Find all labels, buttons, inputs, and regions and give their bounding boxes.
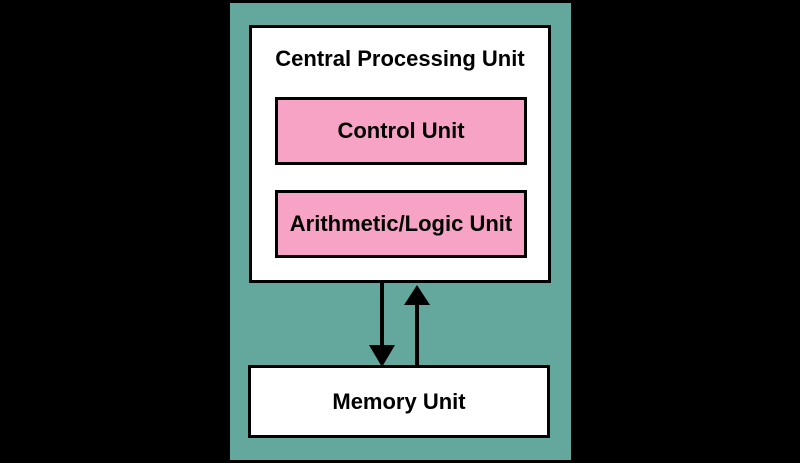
control-unit-box: Control Unit [275,97,527,165]
arrow-up-icon [404,285,430,369]
arrow-down-icon [369,283,395,367]
alu-label: Arithmetic/Logic Unit [289,211,513,236]
control-unit-label: Control Unit [337,118,465,143]
cpu-title: Central Processing Unit [275,46,525,71]
cpu-box: Central Processing Unit Control Unit Ari… [249,25,551,283]
teal-panel: Central Processing Unit Control Unit Ari… [230,3,571,460]
memory-unit-label: Memory Unit [332,388,466,414]
cpu-memory-arrows [369,283,430,369]
memory-unit-box: Memory Unit [248,365,550,438]
alu-box: Arithmetic/Logic Unit [275,190,527,258]
